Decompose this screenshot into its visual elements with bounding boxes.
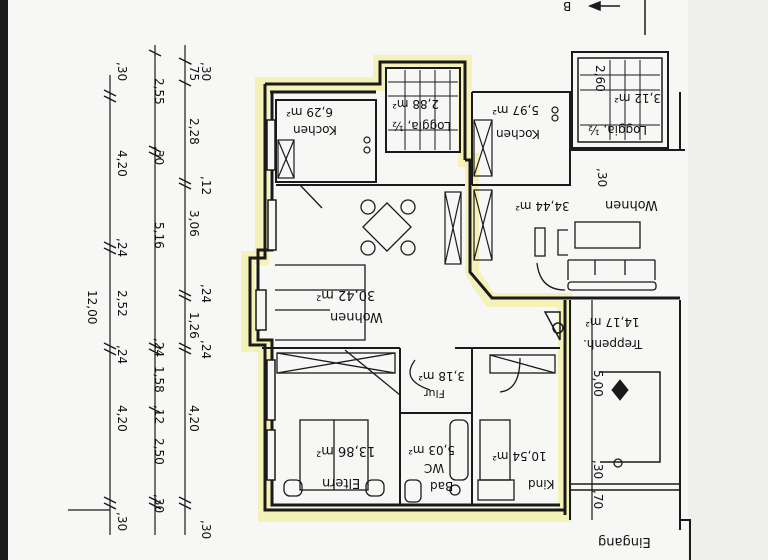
dim-stair-70: ,70 [591,490,605,510]
dim-chain1-1: 4,20 [115,150,129,177]
dim-chain3-9: ,30 [199,520,213,540]
room-loggia-left-area: 2,88 m² [392,97,440,111]
room-eltern-area: 13,86 m² [316,443,376,458]
room-loggia-left-name: Loggia, ½ [392,119,451,133]
dim-chain3-2: 2,28 [187,118,201,145]
room-kochen-right-area: 5,97 m² [492,103,540,117]
room-loggia-right-area: 3,12 m² [614,91,662,105]
room-loggia-right-name: Loggia, ½ [588,123,647,137]
dim-chain1-3: 2,52 [115,290,129,317]
room-wc-name: WC [424,461,445,475]
windows [255,119,277,481]
dim-chain2-3: ,24 [152,338,166,358]
room-bad-area: 5,03 m² [408,443,456,457]
section-marker [543,0,646,341]
room-treppenh-name: Treppenh. [583,337,643,351]
dim-chain3-1: ,75 [187,62,201,82]
room-wohnen-left-name: Wohnen [330,309,383,324]
dim-chain2-4: 1,58 [152,366,166,393]
dim-chain3-8: 4,20 [187,405,201,432]
scan-edge [0,0,8,560]
dim-loggia-30: ,30 [595,168,609,188]
room-bad-name: Bad [430,479,454,493]
furniture [275,184,657,503]
dim-chain1-6: ,30 [115,512,129,532]
eingang-label: Eingang [598,534,651,549]
room-treppenh-area: 14,17 m² [585,315,640,329]
cabinets [277,106,559,265]
dim-chain2-5: ,12 [152,405,166,425]
room-kind-name: Kind [528,477,555,491]
dim-chain1-5: 4,20 [115,405,129,432]
room-eltern-name: Eltern [322,475,361,490]
dim-loggia-260: 2,60 [593,65,607,92]
paper-sheet-right [688,0,768,560]
dim-stair-500: 5,00 [591,370,605,397]
dim-chain3-3: ,12 [199,176,213,196]
room-kind-area: 10,54 m² [492,449,547,463]
dim-total: 12,00 [85,290,99,325]
walls [248,51,691,560]
room-wohnen-right-area: 34,44 m² [515,199,570,213]
dim-chain2-6: 2,50 [152,438,166,465]
room-flur-name: Flur [424,387,445,400]
dim-chain1-0: ,30 [115,62,129,82]
room-kochen-right-name: Kochen [496,127,540,141]
dim-chain2-0: 2,55 [152,78,166,105]
room-wohnen-right-name: Wohnen [605,197,658,212]
dim-chain3-7: ,24 [199,340,213,360]
room-wohnen-left-area: 30,42 m² [316,287,376,302]
dim-chain2-7: ,30 [152,494,166,514]
section-marker-b: B [563,0,572,13]
dim-chain3-0: ,30 [199,62,213,82]
dim-chain3-6: 1,26 [187,312,201,339]
dim-chain3-5: ,24 [199,284,213,304]
stair-arrow [611,379,629,468]
dimension-lines [68,45,593,535]
loggia-tiles [388,60,660,150]
room-kochen-left-area: 6,29 m² [286,105,334,119]
dim-chain2-1: ,30 [152,146,166,166]
dim-stair-30: ,30 [591,460,605,480]
room-flur-area: 3,18 m² [418,369,466,383]
dim-chain1-4: ,24 [115,345,129,365]
dim-chain2-2: 5,16 [152,222,166,249]
dim-chain1-2: ,24 [115,238,129,258]
dim-chain3-4: 3,06 [187,210,201,237]
room-kochen-left-name: Kochen [293,123,337,137]
